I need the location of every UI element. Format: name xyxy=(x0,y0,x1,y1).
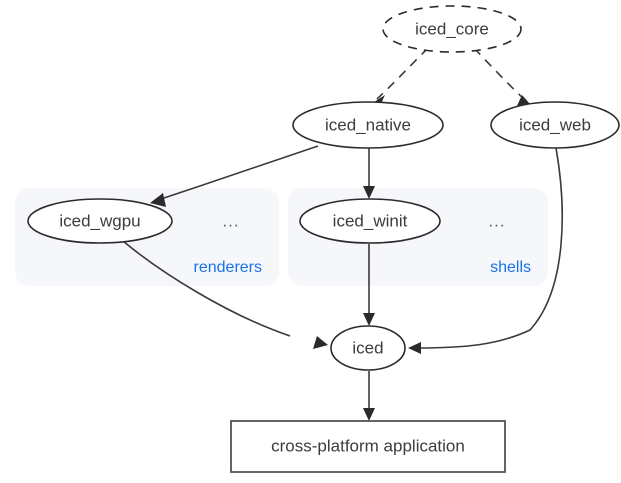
node-cross-platform-application-shape[interactable] xyxy=(230,420,506,473)
node-iced-wgpu-label: iced_wgpu xyxy=(59,211,140,230)
edge-iced-wgpu-to-iced-arrowhead xyxy=(313,336,328,349)
edge-iced-native-to-iced-winit-arrowhead xyxy=(363,186,375,199)
edge-iced-core-to-iced-web xyxy=(473,47,530,108)
edge-iced-to-application-arrowhead xyxy=(363,408,375,421)
edge-iced-web-to-iced-line xyxy=(416,147,563,349)
edge-iced-to-application xyxy=(363,371,375,421)
edge-iced-wgpu-to-iced-line xyxy=(122,240,291,337)
node-iced-winit[interactable]: iced_winit xyxy=(299,198,441,244)
edge-iced-web-to-iced xyxy=(408,147,563,354)
node-iced-core[interactable]: iced_core xyxy=(382,5,522,53)
node-iced-wgpu[interactable]: iced_wgpu xyxy=(27,198,173,244)
node-cross-platform-application-label: cross-platform application xyxy=(271,436,465,455)
edge-iced-core-to-iced-native-line xyxy=(376,47,429,100)
edge-iced-core-to-iced-native xyxy=(371,47,429,108)
node-iced-native[interactable]: iced_native xyxy=(292,101,444,149)
node-iced-web-shape[interactable] xyxy=(490,101,620,149)
node-iced-shape[interactable] xyxy=(330,325,406,371)
cluster-renderers-ellipsis: ... xyxy=(222,211,239,230)
node-iced-label: iced xyxy=(352,338,383,357)
cluster-shells-ellipsis: ... xyxy=(488,211,505,230)
edge-iced-winit-to-iced-arrowhead xyxy=(363,313,375,326)
node-iced-core-shape[interactable] xyxy=(382,5,522,53)
node-iced-winit-shape[interactable] xyxy=(299,198,441,244)
node-iced-native-shape[interactable] xyxy=(292,101,444,149)
node-iced-web-label: iced_web xyxy=(519,115,591,134)
node-iced-wgpu-shape[interactable] xyxy=(27,198,173,244)
edge-iced-native-to-iced-wgpu-line xyxy=(157,145,319,201)
edge-iced-core-to-iced-web-line xyxy=(473,47,525,100)
node-iced-winit-label: iced_winit xyxy=(333,211,408,230)
edge-iced-native-to-iced-winit xyxy=(363,148,375,199)
edge-iced-native-to-iced-wgpu-arrowhead xyxy=(150,193,166,207)
cluster-renderers-label: renderers xyxy=(194,259,262,276)
node-cross-platform-application[interactable]: cross-platform application xyxy=(230,420,506,473)
edge-iced-native-to-iced-wgpu xyxy=(150,145,319,207)
node-iced-core-label: iced_core xyxy=(415,19,489,38)
node-iced[interactable]: iced xyxy=(330,325,406,371)
cluster-shells-label: shells xyxy=(490,259,531,276)
edge-iced-winit-to-iced xyxy=(363,244,375,326)
node-iced-web[interactable]: iced_web xyxy=(490,101,620,149)
node-iced-native-label: iced_native xyxy=(325,115,411,134)
edge-iced-web-to-iced-arrowhead xyxy=(408,342,421,354)
edge-iced-wgpu-to-iced xyxy=(122,240,328,349)
